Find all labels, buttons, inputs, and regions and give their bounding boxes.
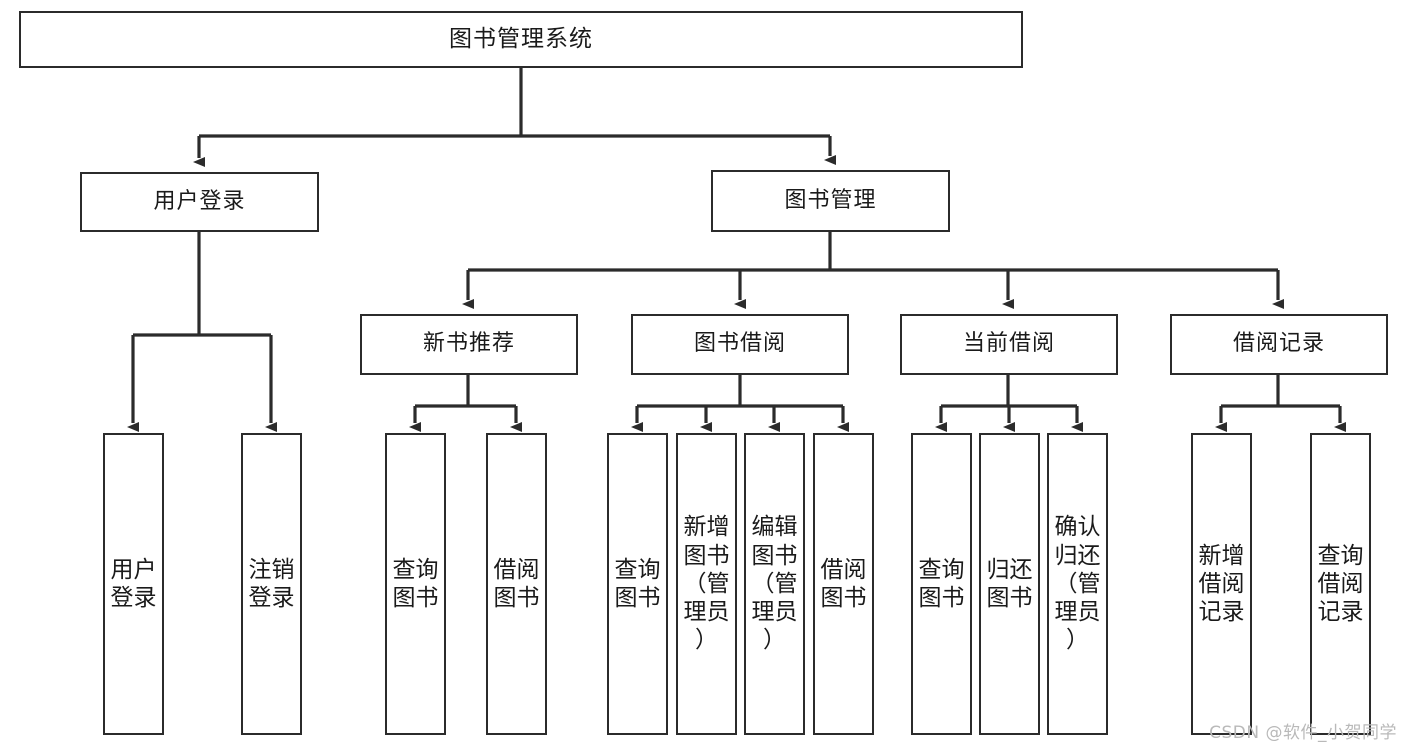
- node-current-borrow[interactable]: 当前借阅: [900, 314, 1118, 375]
- node-leaf-user-logout[interactable]: 注销 登录: [241, 433, 302, 735]
- node-leaf-user-login[interactable]: 用户 登录: [103, 433, 164, 735]
- node-leaf-borrow-book-2[interactable]: 借阅 图书: [813, 433, 874, 735]
- node-leaf-query-book-1[interactable]: 查询 图书: [385, 433, 446, 735]
- watermark: CSDN @软件_小贺同学: [1209, 723, 1397, 743]
- node-book-manage[interactable]: 图书管理: [711, 170, 950, 232]
- node-leaf-add-book-label: 新增 图书 （管 理员 ）: [683, 514, 730, 654]
- node-leaf-borrow-book-2-label: 借阅 图书: [820, 556, 867, 611]
- node-new-book-recommend[interactable]: 新书推荐: [360, 314, 578, 375]
- node-leaf-query-book-3[interactable]: 查询 图书: [911, 433, 972, 735]
- node-borrow-record[interactable]: 借阅记录: [1170, 314, 1388, 375]
- node-leaf-edit-book[interactable]: 编辑 图书 （管 理员 ）: [744, 433, 805, 735]
- node-leaf-user-logout-label: 注销 登录: [248, 556, 295, 611]
- node-book-manage-label: 图书管理: [784, 187, 877, 213]
- node-leaf-borrow-book-1-label: 借阅 图书: [493, 556, 540, 611]
- node-leaf-confirm-return-label: 确认 归还 （管 理员 ）: [1054, 514, 1101, 654]
- node-leaf-query-borrow-record[interactable]: 查询 借阅 记录: [1310, 433, 1371, 735]
- node-leaf-add-borrow-record-label: 新增 借阅 记录: [1198, 542, 1245, 626]
- node-leaf-edit-book-label: 编辑 图书 （管 理员 ）: [751, 514, 798, 654]
- node-leaf-return-book[interactable]: 归还 图书: [979, 433, 1040, 735]
- node-user-login-label: 用户登录: [153, 188, 246, 214]
- node-root[interactable]: 图书管理系统: [19, 11, 1023, 68]
- node-leaf-query-book-1-label: 查询 图书: [392, 556, 439, 611]
- node-borrow-record-label: 借阅记录: [1232, 331, 1325, 357]
- node-leaf-query-book-2-label: 查询 图书: [614, 556, 661, 611]
- node-leaf-add-borrow-record[interactable]: 新增 借阅 记录: [1191, 433, 1252, 735]
- node-new-book-recommend-label: 新书推荐: [422, 331, 515, 357]
- node-leaf-user-login-label: 用户 登录: [110, 556, 157, 611]
- node-current-borrow-label: 当前借阅: [962, 331, 1055, 357]
- node-user-login[interactable]: 用户登录: [80, 172, 319, 232]
- node-leaf-return-book-label: 归还 图书: [986, 556, 1033, 611]
- node-leaf-query-book-3-label: 查询 图书: [918, 556, 965, 611]
- node-book-borrow-label: 图书借阅: [693, 331, 786, 357]
- node-leaf-borrow-book-1[interactable]: 借阅 图书: [486, 433, 547, 735]
- node-leaf-add-book[interactable]: 新增 图书 （管 理员 ）: [676, 433, 737, 735]
- node-root-label: 图书管理系统: [449, 25, 593, 52]
- node-leaf-confirm-return[interactable]: 确认 归还 （管 理员 ）: [1047, 433, 1108, 735]
- node-book-borrow[interactable]: 图书借阅: [631, 314, 849, 375]
- node-leaf-query-borrow-record-label: 查询 借阅 记录: [1317, 542, 1364, 626]
- node-leaf-query-book-2[interactable]: 查询 图书: [607, 433, 668, 735]
